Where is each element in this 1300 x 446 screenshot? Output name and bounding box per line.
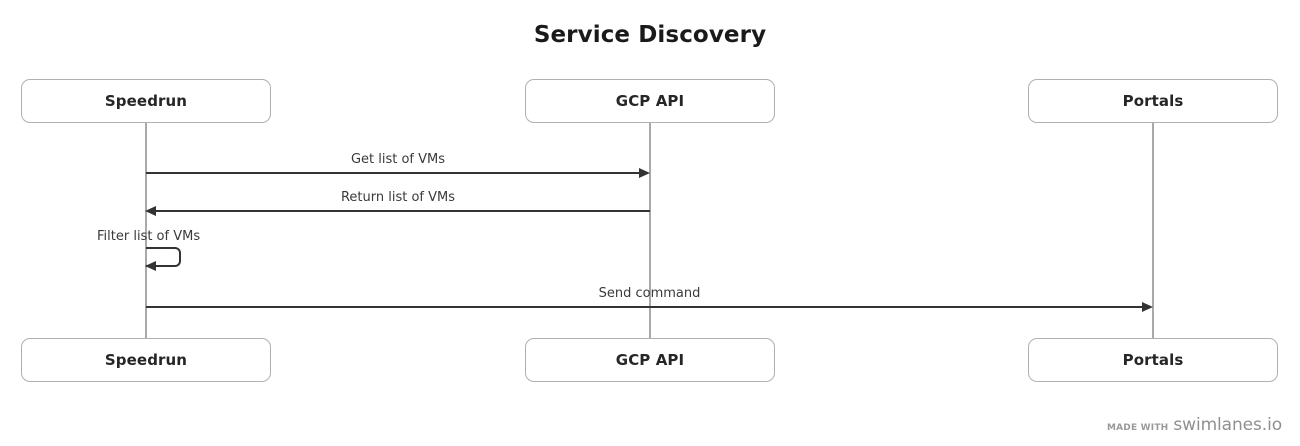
lifeline-speedrun bbox=[145, 123, 147, 338]
participant-label-gcpapi-top: GCP API bbox=[615, 92, 685, 110]
arrowhead-left-icon-filter-list-of-vms bbox=[145, 260, 156, 271]
participant-box-portals-bottom[interactable]: Portals bbox=[1028, 338, 1278, 382]
message-line-get-list-of-vms bbox=[146, 172, 640, 174]
page-title: Service Discovery bbox=[533, 22, 767, 48]
participant-label-speedrun-bottom: Speedrun bbox=[104, 351, 188, 369]
participant-box-speedrun-top[interactable]: Speedrun bbox=[21, 79, 271, 123]
watermark[interactable]: MADE WITH swimlanes.io bbox=[1107, 415, 1282, 435]
message-label-return-list-of-vms: Return list of VMs bbox=[340, 190, 456, 205]
participant-label-speedrun-top: Speedrun bbox=[104, 92, 188, 110]
participant-label-portals-bottom: Portals bbox=[1122, 351, 1184, 369]
participant-box-gcpapi-bottom[interactable]: GCP API bbox=[525, 338, 775, 382]
arrowhead-left-icon-return-list-of-vms bbox=[145, 205, 156, 216]
lifeline-portals bbox=[1152, 123, 1154, 338]
participant-label-gcpapi-bottom: GCP API bbox=[615, 351, 685, 369]
watermark-brand-label: swimlanes.io bbox=[1173, 415, 1282, 435]
message-line-send-command bbox=[146, 306, 1143, 308]
participant-box-speedrun-bottom[interactable]: Speedrun bbox=[21, 338, 271, 382]
participant-box-portals-top[interactable]: Portals bbox=[1028, 79, 1278, 123]
message-line-return-list-of-vms bbox=[156, 210, 650, 212]
lifeline-gcpapi bbox=[649, 123, 651, 338]
self-message-loop-filter-list-of-vms bbox=[146, 247, 181, 267]
arrowhead-right-icon-get-list-of-vms bbox=[639, 167, 650, 178]
message-label-send-command: Send command bbox=[598, 286, 701, 301]
message-label-get-list-of-vms: Get list of VMs bbox=[350, 152, 446, 167]
arrowhead-right-icon-send-command bbox=[1142, 301, 1153, 312]
participant-label-portals-top: Portals bbox=[1122, 92, 1184, 110]
message-label-filter-list-of-vms: Filter list of VMs bbox=[97, 229, 201, 244]
participant-box-gcpapi-top[interactable]: GCP API bbox=[525, 79, 775, 123]
watermark-made-with-label: MADE WITH bbox=[1106, 423, 1169, 433]
